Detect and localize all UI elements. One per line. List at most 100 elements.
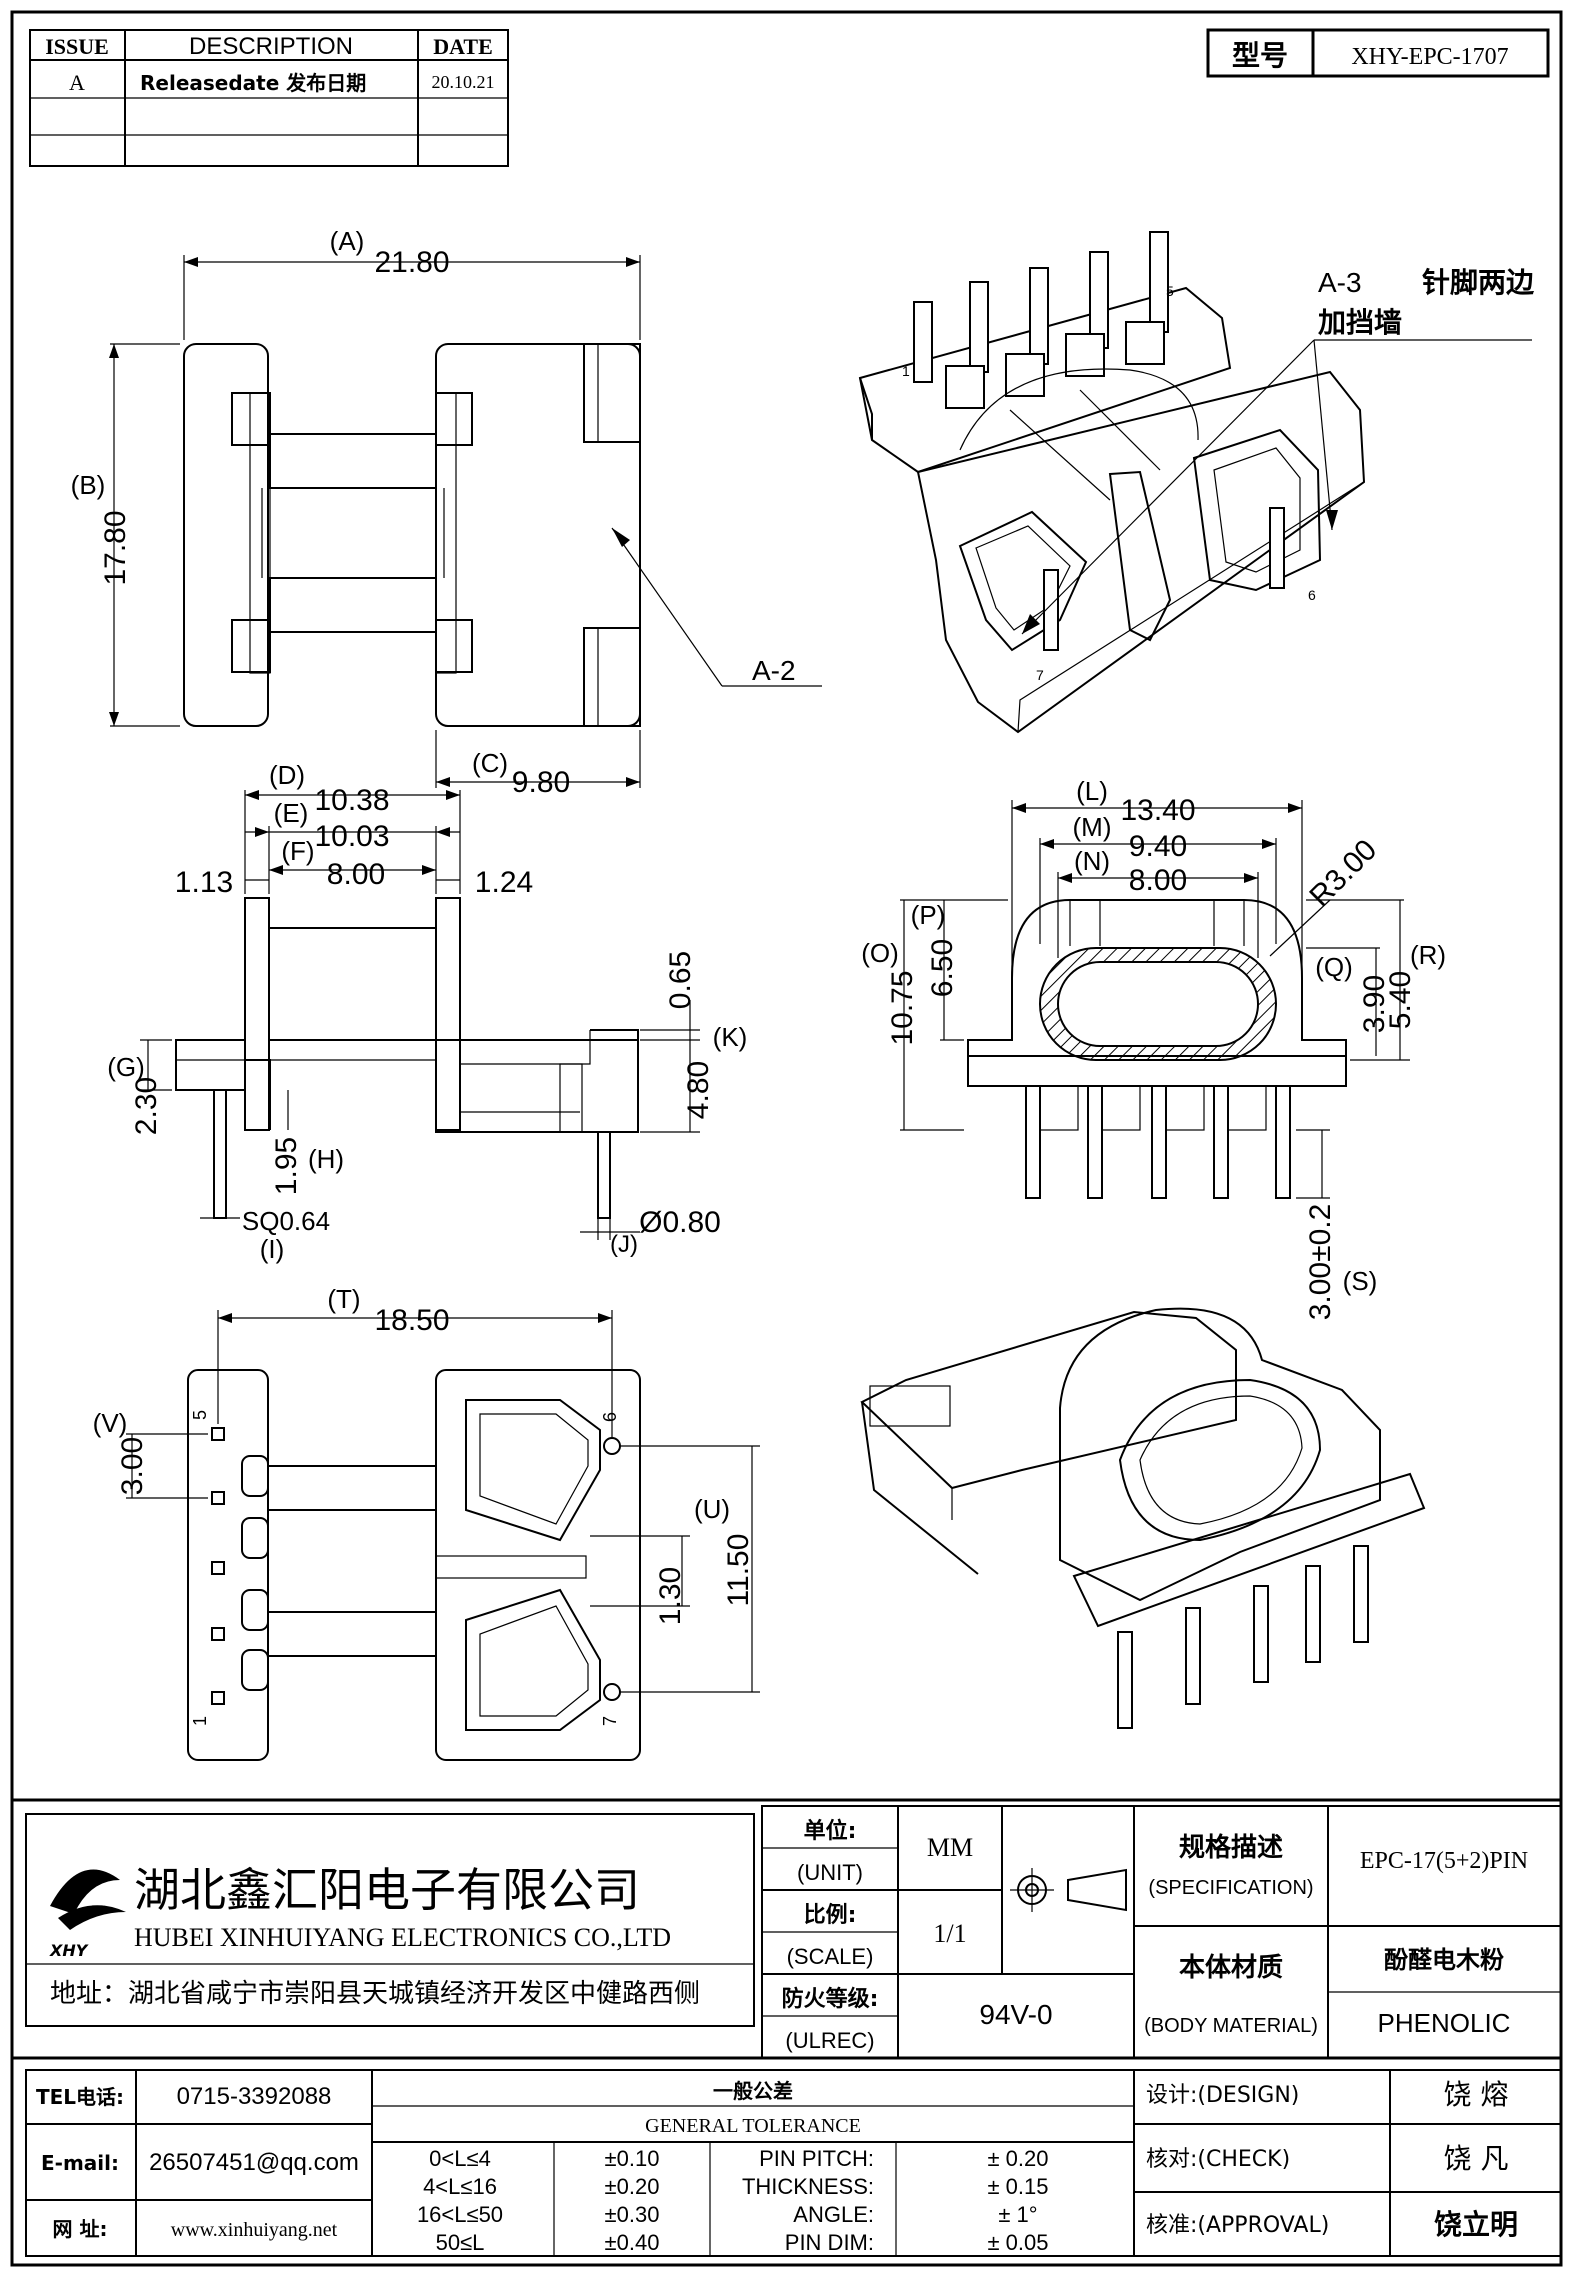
dim-u-tag: (U) <box>694 1494 730 1524</box>
fire-value: 94V-0 <box>979 1999 1052 2030</box>
spec-value: EPC-17(5+2)PIN <box>1360 1848 1528 1874</box>
dim-k-value: 0.65 <box>664 951 697 1009</box>
dim-right-offset: 1.24 <box>475 866 533 899</box>
dim-t-tag: (T) <box>327 1284 360 1314</box>
dim-p-value: 6.50 <box>926 939 959 997</box>
dim-k2-value: 4.80 <box>682 1061 715 1119</box>
tol-param: ± 0.05 <box>987 2230 1048 2255</box>
approval-value: 饶立明 <box>1434 2208 1518 2241</box>
rev-header-date: DATE <box>433 34 493 59</box>
dim-n-value: 8.00 <box>1129 864 1187 897</box>
iso-pin-1: 1 <box>902 363 910 379</box>
title-block: XHY 湖北鑫汇阳电子有限公司 HUBEI XINHUIYANG ELECTRO… <box>12 1798 1562 2257</box>
tel-value: 0715-3392088 <box>177 2083 332 2110</box>
dim-s-value: 3.00±0.2 <box>1304 1204 1337 1321</box>
tol-param: ± 0.15 <box>987 2174 1048 2199</box>
spec-label: 规格描述 <box>1179 1832 1283 1863</box>
scale-label-en: (SCALE) <box>787 1944 874 1969</box>
model-box: 型号 XHY-EPC-1707 <box>1206 28 1550 78</box>
material-value-cn: 酚醛电木粉 <box>1384 1946 1504 1974</box>
iso-pin-5: 5 <box>1166 283 1174 299</box>
tolerance-row: 50≤L ±0.40 PIN DIM: ± 0.05 <box>436 2230 1049 2255</box>
check-value: 饶 凡 <box>1444 2142 1509 2175</box>
sheet-border <box>10 10 1563 2267</box>
company-address: 地址：湖北省咸宁市崇阳县天城镇经济开发区中健路西侧 <box>50 1979 700 2009</box>
rev-row-date: 20.10.21 <box>432 72 495 92</box>
model-value: XHY-EPC-1707 <box>1351 44 1508 70</box>
tel-label: TEL电话: <box>36 2085 124 2109</box>
tol-name: PIN DIM: <box>785 2230 874 2255</box>
material-label-en: (BODY MATERIAL) <box>1144 2015 1318 2037</box>
spec-label-en: (SPECIFICATION) <box>1148 1877 1313 1899</box>
dim-i-tag: (I) <box>260 1234 285 1264</box>
material-value-en: PHENOLIC <box>1378 2008 1511 2038</box>
side-view: (D) 10.38 (E) 10.03 (F) 8.00 1.13 1.24 (… <box>107 760 747 1264</box>
tolerance-cn: 一般公差 <box>713 2079 793 2103</box>
tol-value: ±0.20 <box>605 2174 660 2199</box>
tolerance-row: 4<L≤16 ±0.20 THICKNESS: ± 0.15 <box>423 2174 1048 2199</box>
dim-s-tag: (S) <box>1343 1266 1378 1296</box>
tol-param: ± 1° <box>998 2202 1037 2227</box>
projection-symbol-icon <box>1010 1868 1127 1912</box>
email-value: 26507451@qq.com <box>149 2149 359 2176</box>
tol-name: ANGLE: <box>793 2202 874 2227</box>
iso-pin-7: 7 <box>1036 667 1044 683</box>
dim-e-tag: (E) <box>274 798 309 828</box>
callout-a3: A-3 <box>1318 267 1362 298</box>
callout-a3-note-1: 针脚两边 <box>1422 266 1535 299</box>
tol-range: 0<L≤4 <box>429 2146 491 2171</box>
dim-left-offset: 1.13 <box>175 866 233 899</box>
tolerance-en: GENERAL TOLERANCE <box>645 2115 861 2137</box>
dim-radius: R3.00 <box>1303 833 1383 913</box>
dim-f-value: 8.00 <box>327 858 385 891</box>
tolerance-row: 16<L≤50 ±0.30 ANGLE: ± 1° <box>417 2202 1038 2227</box>
dim-a-tag: (A) <box>330 226 365 256</box>
dim-k-tag: (K) <box>713 1022 748 1052</box>
dim-m-tag: (M) <box>1073 812 1112 842</box>
scale-value: 1/1 <box>933 1919 966 1948</box>
revision-table: ISSUE DESCRIPTION DATE A Releasedate 发布日… <box>29 29 509 167</box>
fire-label: 防火等级: <box>782 1986 879 2012</box>
tol-value: ±0.30 <box>605 2202 660 2227</box>
tolerance-row: 0<L≤4 ±0.10 PIN PITCH: ± 0.20 <box>429 2146 1048 2171</box>
front-view: (L) 13.40 (M) 9.40 (N) 8.00 R3.00 (O) 10… <box>861 776 1446 1320</box>
dim-b-value: 17.80 <box>99 510 132 585</box>
dim-l-tag: (L) <box>1076 776 1108 806</box>
company-logo: XHY <box>49 1869 126 1960</box>
email-label: E-mail: <box>41 2151 119 2175</box>
tol-value: ±0.40 <box>605 2230 660 2255</box>
bottom-pin-6: 6 <box>600 1412 620 1422</box>
dim-j-value: Ø0.80 <box>639 1206 721 1239</box>
callout-a2: A-2 <box>752 655 796 686</box>
iso-view-bottom <box>860 1307 1426 1729</box>
dim-a-value: 21.80 <box>374 246 449 279</box>
top-view: (A) 21.80 (B) 17.80 (C) 9.80 A-2 <box>71 226 822 799</box>
dim-p-tag: (P) <box>911 900 946 930</box>
tol-param: ± 0.20 <box>987 2146 1048 2171</box>
callout-a3-note-2: 加挡墙 <box>1318 306 1402 339</box>
dim-h-tag: (H) <box>308 1144 344 1174</box>
dim-t-value: 18.50 <box>374 1304 449 1337</box>
iso-view-top: 1 5 6 7 A-3 针脚两边 加挡墙 <box>858 231 1535 734</box>
bottom-view: 5 1 6 7 (T) 18.50 (V) 3.00 <box>93 1284 760 1761</box>
company-name-cn: 湖北鑫汇阳电子有限公司 <box>134 1863 640 1917</box>
rev-header-issue: ISSUE <box>45 34 109 59</box>
model-label: 型号 <box>1232 39 1288 72</box>
dim-r-tag: (R) <box>1410 940 1446 970</box>
iso-pin-6: 6 <box>1308 587 1316 603</box>
rev-header-description: DESCRIPTION <box>189 33 353 60</box>
dim-g-value: 2.30 <box>130 1077 163 1135</box>
dim-b-tag: (B) <box>71 470 106 500</box>
dim-h-value: 1.95 <box>270 1137 303 1195</box>
dim-m-value: 9.40 <box>1129 830 1187 863</box>
dim-v-value: 3.00 <box>116 1437 149 1495</box>
fire-label-en: (ULREC) <box>785 2028 874 2053</box>
dim-g-tag: (G) <box>107 1052 145 1082</box>
dim-i-value: SQ0.64 <box>242 1206 330 1236</box>
design-label: 设计:(DESIGN) <box>1146 2083 1299 2108</box>
unit-label: 单位: <box>804 1818 857 1844</box>
unit-value: MM <box>927 1833 973 1862</box>
dim-d-value: 10.38 <box>314 784 389 817</box>
dim-o-value: 10.75 <box>886 970 919 1045</box>
dim-c-tag: (C) <box>472 748 508 778</box>
